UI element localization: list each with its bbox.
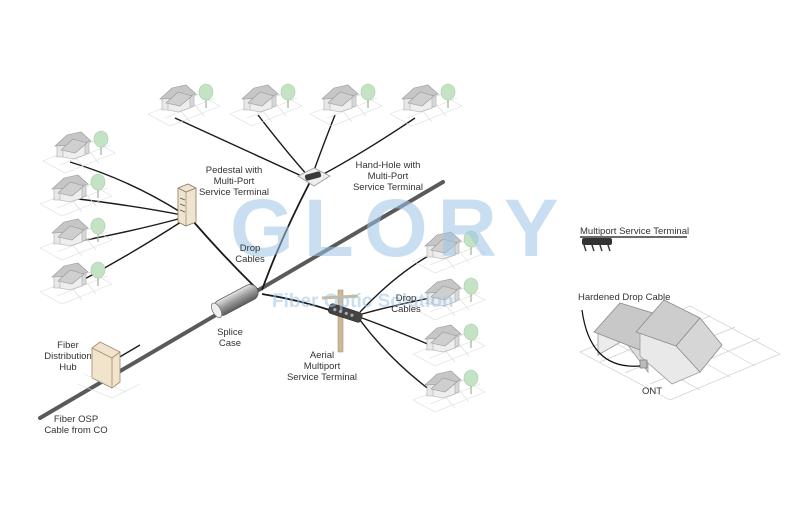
house-icon — [39, 261, 113, 305]
house-icon — [42, 130, 116, 174]
feeder-drop-cables — [191, 181, 311, 291]
inset-house-with-ont — [579, 299, 781, 401]
hub-cable — [117, 344, 141, 359]
multiport-terminal-label: Multiport Service Terminal — [580, 226, 690, 237]
distribution-hub-icon — [77, 341, 141, 399]
brand-watermark: GLORY — [230, 183, 569, 274]
house-icon — [389, 83, 463, 127]
house-icon — [229, 83, 303, 127]
aerial-terminal-icon — [321, 289, 363, 353]
ont-label: ONT — [642, 386, 663, 397]
house-icon — [412, 323, 486, 367]
house-icon — [39, 217, 113, 261]
house-icon — [412, 369, 486, 413]
pedestal-terminal-icon — [177, 183, 197, 227]
brand-tagline-watermark: Fiber Optic Solution — [272, 291, 454, 312]
hardened-drop-label: Hardened Drop Cable — [578, 292, 671, 303]
house-icon — [309, 83, 383, 127]
house-icon — [147, 83, 221, 127]
house-icon — [39, 173, 113, 217]
hand-hole-terminal-icon — [297, 167, 331, 187]
pedestal-drop-cables — [69, 161, 185, 288]
splice-case-icon — [211, 284, 259, 319]
inset-multiport-terminal — [580, 236, 687, 252]
aerial-drop-cables — [359, 254, 431, 391]
